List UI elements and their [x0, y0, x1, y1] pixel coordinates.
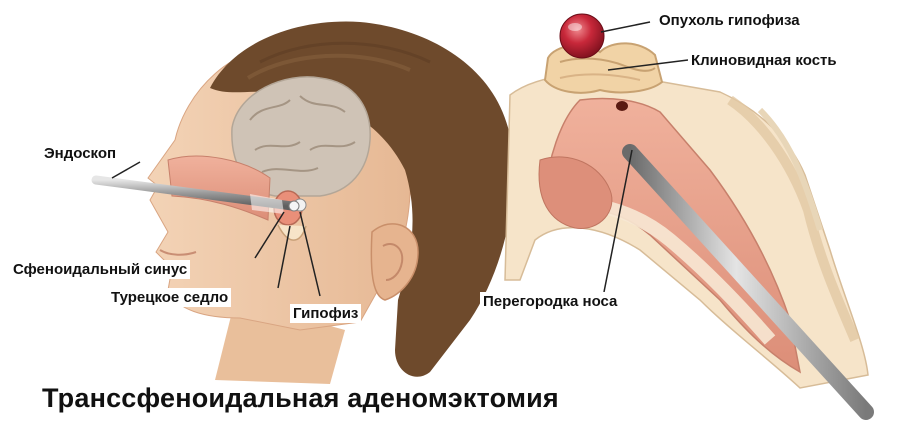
- head-profile: [96, 22, 513, 384]
- label-endoscope: Эндоскоп: [44, 146, 116, 161]
- pituitary-tumor: [560, 14, 604, 58]
- label-sella-turcica: Турецкое седло: [108, 288, 231, 307]
- label-nasal-septum: Перегородка носа: [480, 292, 620, 311]
- label-sphenoid-sinus: Сфеноидальный синус: [10, 260, 190, 279]
- figure-title: Транссфеноидальная аденомэктомия: [42, 385, 559, 412]
- label-pituitary: Гипофиз: [290, 304, 361, 323]
- nasal-cross-section: [505, 14, 868, 412]
- label-sphenoid-bone: Клиновидная кость: [688, 51, 840, 70]
- label-pituitary-tumor: Опухоль гипофиза: [656, 11, 803, 30]
- sphenoid-bone: [545, 43, 662, 92]
